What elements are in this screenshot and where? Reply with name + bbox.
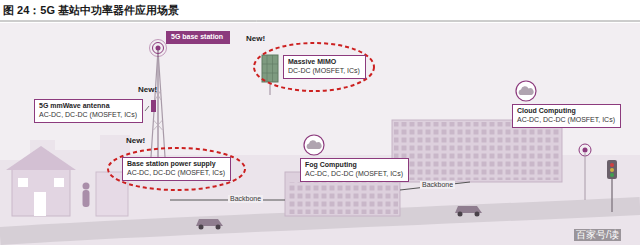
- callout-box: 5G mmWave antennaAC-DC, DC-DC (MOSFET, I…: [34, 99, 143, 123]
- cloud-icon: [519, 86, 534, 95]
- leader-line: [145, 106, 149, 111]
- car-wheel: [199, 225, 204, 230]
- callout-heading: Massive MIMO: [288, 58, 361, 67]
- scene-ground: [0, 23, 640, 245]
- tower-mast: [157, 50, 159, 157]
- fog-cloud-icon: [307, 140, 322, 149]
- callout-body: AC-DC, DC-DC (MOSFET, ICs): [517, 116, 616, 125]
- link-label: Backbone: [420, 181, 455, 189]
- watermark: 百家号/读: [574, 229, 621, 241]
- callout-box: 5G base station: [166, 31, 230, 44]
- callout-heading: Base station power supply: [127, 160, 226, 169]
- house: [12, 168, 70, 216]
- base-station-signal: [156, 46, 161, 51]
- fog-cloud-icon: [304, 135, 324, 155]
- car-wheel: [475, 212, 480, 217]
- traffic-light-lamp: [610, 173, 614, 177]
- traffic-light: [607, 160, 617, 179]
- title-rule: [0, 21, 640, 22]
- callout-box: Base station power supplyAC-DC, DC-DC (M…: [122, 157, 231, 181]
- signal-pole: [585, 153, 586, 200]
- house-door: [34, 192, 46, 216]
- traffic-light-lamp: [610, 163, 614, 167]
- house-window: [54, 178, 64, 187]
- callout-box: Cloud ComputingAC-DC, DC-DC (MOSFET, ICs…: [512, 104, 621, 128]
- callout-heading: 5G mmWave antenna: [39, 102, 138, 111]
- car-wheel: [458, 212, 463, 217]
- person-body: [83, 190, 90, 207]
- car-wheel: [216, 225, 221, 230]
- new-tag: New!: [138, 85, 157, 95]
- callout-body: AC-DC, DC-DC (MOSFET, ICs): [127, 169, 226, 178]
- callout-box: Fog ComputingAC-DC, DC-DC (MOSFET, ICs): [300, 158, 409, 182]
- house-roof: [6, 146, 76, 170]
- link-label: Backbone: [228, 195, 263, 203]
- signal-icon: [583, 148, 588, 153]
- highlight-ellipse: [254, 43, 374, 91]
- callout-box: Massive MIMODC-DC (MOSFET, ICs): [283, 55, 366, 79]
- cloud-building-windows: [394, 122, 560, 180]
- base-station-signal: [150, 40, 167, 57]
- callout-body: AC-DC, DC-DC (MOSFET, ICs): [305, 170, 404, 179]
- cloud-building: [392, 120, 562, 182]
- callout-heading: Cloud Computing: [517, 107, 616, 116]
- traffic-light-lamp: [610, 168, 614, 172]
- figure-title: 图 24：5G 基站中功率器件应用场景: [3, 4, 179, 17]
- house-window: [18, 178, 28, 187]
- person-head: [83, 183, 90, 190]
- highlight-ellipse: [108, 148, 245, 190]
- new-tag: New!: [126, 136, 145, 146]
- mmwave-antenna: [151, 100, 156, 112]
- callout-heading: Fog Computing: [305, 161, 404, 170]
- mimo-panel: [262, 55, 278, 82]
- callout-heading: 5G base station: [171, 33, 225, 42]
- mimo-panel-grid: [262, 55, 278, 82]
- callout-body: DC-DC (MOSFET, ICs): [288, 67, 361, 76]
- fog-building-windows: [287, 182, 398, 214]
- cloud-icon: [516, 81, 536, 101]
- new-tag: New!: [246, 34, 265, 44]
- traffic-light-pole: [611, 178, 613, 212]
- tower-frame: [151, 50, 165, 157]
- backbone-line: [400, 182, 470, 190]
- base-station-signal: [153, 43, 164, 54]
- callout-body: AC-DC, DC-DC (MOSFET, ICs): [39, 111, 138, 120]
